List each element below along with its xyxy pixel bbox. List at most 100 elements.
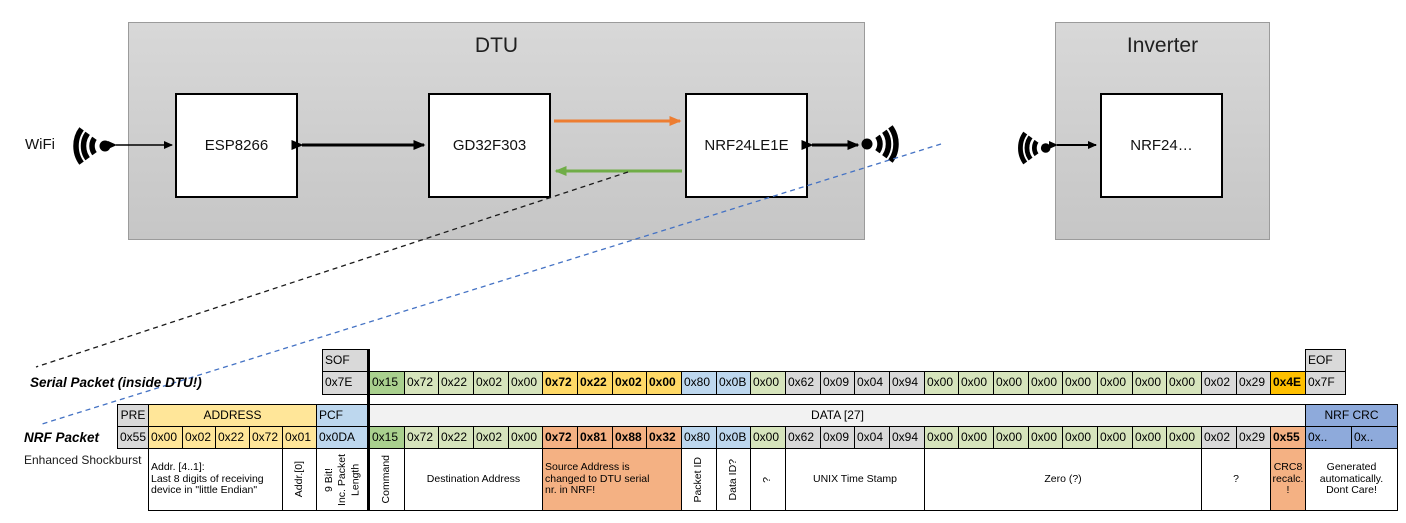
nrf-byte-cell: 0x81 [577, 426, 613, 449]
nrf-crc-byte-cell: 0x.. [1351, 426, 1398, 449]
nrf-byte-cell: 0x04 [854, 426, 890, 449]
nrf-byte-cell: 0x00 [1166, 426, 1202, 449]
nrf-byte-cell: 0x62 [785, 426, 821, 449]
data-start-divider [367, 349, 370, 511]
nrf-pcf-value: 0x0DA [316, 426, 370, 449]
annotation-cell: Command [369, 448, 405, 511]
component-box-gd32f303: GD32F303 [428, 93, 551, 198]
esp8266-label: ESP8266 [204, 137, 269, 154]
nrf-byte-cell: 0x00 [924, 426, 959, 449]
annotation-cell: Generated automatically. Dont Care! [1305, 448, 1398, 511]
nrf-address-byte-cell: 0x02 [182, 426, 216, 449]
nrf-byte-cell: 0x0B [716, 426, 751, 449]
serial-byte-cell: 0x09 [820, 371, 855, 395]
nrf-pre-header: PRE [117, 404, 149, 427]
annotation-cell: 9 Bit! Inc. Packet Length [316, 448, 370, 511]
annotation-cell: Addr. [4..1]: Last 8 digits of receiving… [148, 448, 283, 511]
nrf-byte-cell: 0x88 [612, 426, 647, 449]
nrf-address-byte-cell: 0x22 [215, 426, 250, 449]
serial-byte-cell: 0x00 [993, 371, 1029, 395]
serial-byte-cell: 0x02 [1201, 371, 1237, 395]
gd32f303-label: GD32F303 [452, 137, 527, 154]
serial-packet-label: Serial Packet (inside DTU!) [30, 375, 202, 390]
serial-byte-cell: 0x00 [1028, 371, 1063, 395]
nrf-address-byte-cell: 0x01 [282, 426, 317, 449]
nrf-byte-cell: 0x00 [1097, 426, 1133, 449]
nrf-byte-cell: 0x55 [1270, 426, 1306, 449]
serial-byte-cell: 0x22 [438, 371, 474, 395]
serial-byte-cell: 0x72 [542, 371, 578, 395]
serial-byte-cell: 0x00 [646, 371, 682, 395]
serial-byte-cell: 0x29 [1236, 371, 1271, 395]
component-box-esp8266: ESP8266 [175, 93, 298, 198]
wifi-icon-inverter-antenna [1018, 121, 1051, 175]
nrf-pre-value: 0x55 [117, 426, 149, 449]
nrf24-inverter-label: NRF24… [1130, 137, 1193, 154]
annotation-cell: Zero (?) [924, 448, 1202, 511]
nrf-byte-cell: 0x00 [1028, 426, 1063, 449]
serial-sof-header: SOF [322, 349, 370, 372]
annotation-cell: Data ID? [716, 448, 751, 511]
annotation-cell: Addr.[0] [282, 448, 317, 511]
nrf-byte-cell: 0x00 [958, 426, 994, 449]
serial-byte-cell: 0x00 [1097, 371, 1133, 395]
nrf-byte-cell: 0x02 [473, 426, 509, 449]
serial-byte-cell: 0x72 [404, 371, 439, 395]
component-box-nrf24le1e: NRF24LE1E [685, 93, 808, 198]
nrf-byte-cell: 0x94 [889, 426, 925, 449]
enhanced-shockburst-label: Enhanced Shockburst [24, 453, 142, 467]
inverter-title: Inverter [1126, 34, 1199, 57]
nrf-address-byte-cell: 0x72 [249, 426, 283, 449]
annotation-cell: Packet ID [681, 448, 717, 511]
serial-byte-cell: 0x22 [577, 371, 613, 395]
nrf-byte-cell: 0x15 [369, 426, 405, 449]
nrf-byte-cell: 0x72 [404, 426, 439, 449]
nrf-crc-byte-cell: 0x.. [1305, 426, 1352, 449]
nrf-byte-cell: 0x00 [1062, 426, 1098, 449]
serial-byte-cell: 0x15 [369, 371, 405, 395]
serial-byte-cell: 0x00 [1062, 371, 1098, 395]
serial-byte-cell: 0x02 [473, 371, 509, 395]
nrf-byte-cell: 0x32 [646, 426, 682, 449]
nrf-pcf-header: PCF [316, 404, 370, 427]
nrf-byte-cell: 0x80 [681, 426, 717, 449]
serial-byte-cell: 0x00 [1166, 371, 1202, 395]
serial-byte-cell: 0x62 [785, 371, 821, 395]
nrf-byte-cell: 0x09 [820, 426, 855, 449]
serial-byte-cell: 0x04 [854, 371, 890, 395]
nrf-byte-cell: 0x02 [1201, 426, 1237, 449]
serial-byte-cell: 0x80 [681, 371, 717, 395]
nrf-address-byte-cell: 0x00 [148, 426, 183, 449]
annotation-cell: UNIX Time Stamp [785, 448, 925, 511]
nrf-byte-cell: 0x29 [1236, 426, 1271, 449]
nrf-crc-header: NRF CRC [1305, 404, 1398, 427]
nrf-byte-cell: 0x22 [438, 426, 474, 449]
nrf-data-header: DATA [27] [369, 404, 1306, 427]
nrf-byte-cell: 0x00 [1132, 426, 1167, 449]
nrf-byte-cell: 0x00 [750, 426, 786, 449]
serial-byte-cell: 0x00 [924, 371, 959, 395]
annotation-cell: CRC8 recalc. ! [1270, 448, 1306, 511]
serial-byte-cell: 0x02 [612, 371, 647, 395]
annotation-cell: Source Address is changed to DTU serial … [542, 448, 682, 511]
nrf-byte-cell: 0x00 [508, 426, 543, 449]
annotation-cell: Destination Address [404, 448, 543, 511]
serial-byte-cell: 0x0B [716, 371, 751, 395]
inverter-group-box: Inverter [1055, 22, 1270, 240]
annotation-cell: ? [1201, 448, 1271, 511]
serial-eof-header: EOF [1305, 349, 1346, 372]
serial-byte-cell: 0x00 [750, 371, 786, 395]
serial-byte-cell: 0x00 [958, 371, 994, 395]
annotation-cell: ? [750, 448, 786, 511]
wifi-icon-left [73, 115, 111, 177]
wifi-icon-dtu-antenna [861, 113, 899, 175]
dtu-title: DTU [474, 34, 519, 57]
serial-eof-value: 0x7F [1305, 371, 1346, 395]
serial-byte-cell: 0x00 [508, 371, 543, 395]
serial-sof-value: 0x7E [322, 371, 370, 395]
serial-byte-cell: 0x00 [1132, 371, 1167, 395]
nrf-byte-cell: 0x00 [993, 426, 1029, 449]
nrf-byte-cell: 0x72 [542, 426, 578, 449]
nrf-packet-label: NRF Packet [24, 430, 100, 445]
